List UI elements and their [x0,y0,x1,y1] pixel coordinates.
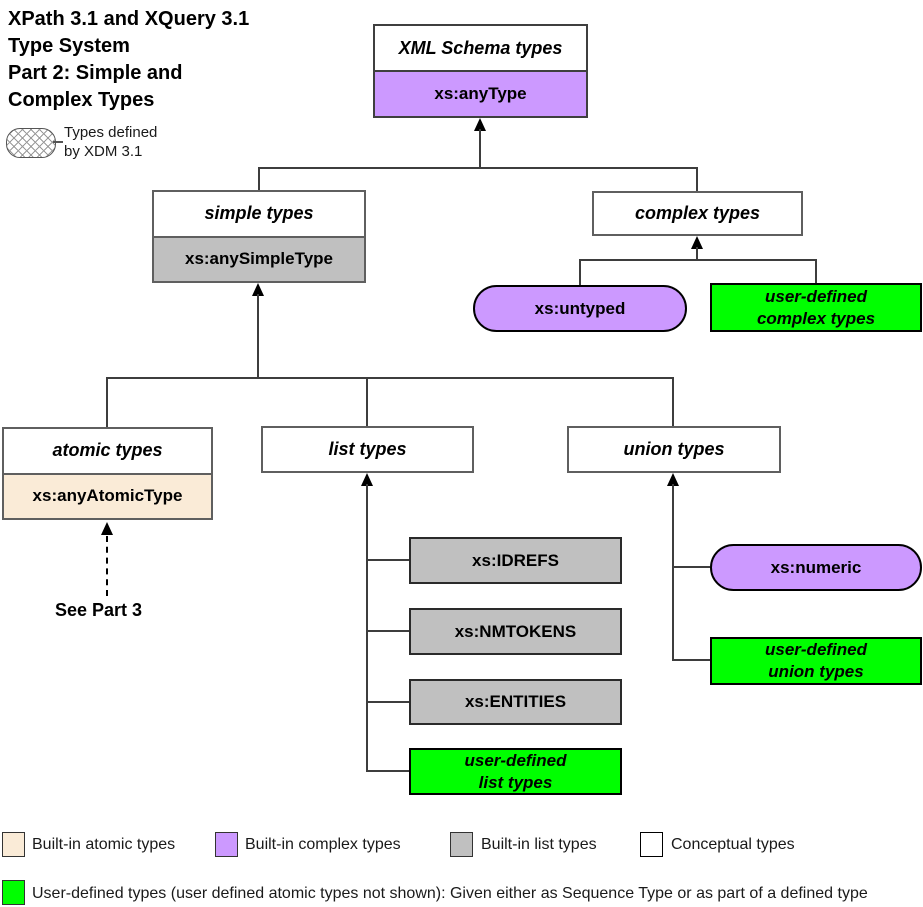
legend-swatch-list [450,832,473,857]
legend-swatch-complex [215,832,238,857]
arrowhead-to-complex-types [691,236,703,249]
xdm-legend-line1: Types defined [64,124,158,141]
connector-line [579,259,581,285]
user-defined-complex-line2: complex types [756,308,876,328]
dashed-connector-line [106,536,108,596]
connector-line [579,259,817,261]
arrowhead-to-union-types [667,473,679,486]
connector-line [366,377,368,426]
node-user-defined-union-types: user-defined union types [710,637,922,685]
complex-types-header: complex types [594,193,801,234]
legend-swatch-user-defined [2,880,25,905]
arrowhead-to-list-types [361,473,373,486]
node-union-types: union types [567,426,781,473]
node-xs-anyatomictype: xs:anyAtomicType [4,472,211,518]
connector-line [106,377,108,427]
connector-line [672,484,674,661]
node-xs-anysimpletype: xs:anySimpleType [154,235,364,281]
connector-line [696,167,698,192]
connector-line [258,167,260,191]
xml-schema-types-header: XML Schema types [375,26,586,70]
legend-swatch-atomic [2,832,25,857]
arrowhead-to-xs-anyatomictype [101,522,113,535]
node-user-defined-list-types: user-defined list types [409,748,622,795]
user-defined-union-line1: user-defined [764,640,868,659]
see-part-3-label: See Part 3 [55,600,143,620]
simple-types-header: simple types [154,192,364,236]
connector-line [258,167,698,169]
legend-swatch-conceptual [640,832,663,857]
node-xml-schema-types: XML Schema types xs:anyType [373,24,588,118]
arrowhead-to-xs-anytype [474,118,486,131]
node-xs-nmtokens: xs:NMTOKENS [409,608,622,655]
node-xs-anytype: xs:anyType [375,70,586,116]
node-atomic-types: atomic types xs:anyAtomicType [2,427,213,520]
xdm-legend-label: Types defined by XDM 3.1 [64,123,157,161]
node-xs-entities: xs:ENTITIES [409,679,622,725]
connector-line [366,630,409,632]
node-xs-idrefs: xs:IDREFS [409,537,622,584]
title-line: Type System [8,35,130,57]
connector-line [815,259,817,283]
connector-line [366,559,409,561]
connector-line [257,294,259,378]
legend-label-list: Built-in list types [481,836,597,853]
connector-line [106,377,674,379]
diagram-title: XPath 3.1 and XQuery 3.1 Type System Par… [8,6,249,114]
arrowhead-to-simple-types [252,283,264,296]
connector-line [366,484,368,772]
legend-label-atomic: Built-in atomic types [32,836,176,853]
legend-label-user-defined: User-defined types (user defined atomic … [32,885,868,902]
user-defined-list-line1: user-defined [464,750,567,770]
node-complex-types: complex types [592,191,803,236]
node-user-defined-complex-types: user-defined complex types [710,283,922,332]
connector-line [672,377,674,426]
user-defined-list-line2: list types [478,772,553,792]
title-line: XPath 3.1 and XQuery 3.1 [8,8,250,30]
connector-line [672,566,710,568]
node-simple-types: simple types xs:anySimpleType [152,190,366,283]
connector-line [366,701,409,703]
connector-line [366,770,409,772]
atomic-types-header: atomic types [4,429,211,473]
node-xs-untyped: xs:untyped [473,285,687,332]
title-line: Complex Types [8,89,155,111]
connector-line [672,659,710,661]
user-defined-union-line2: union types [768,662,864,681]
legend-label-complex: Built-in complex types [245,836,401,853]
xdm-leader-line [53,141,63,143]
node-list-types: list types [261,426,474,473]
user-defined-complex-line1: user-defined [764,286,868,306]
node-xs-numeric: xs:numeric [710,544,922,591]
connector-line [696,247,698,261]
xdm-legend-line2: by XDM 3.1 [64,143,143,160]
union-types-header: union types [569,428,779,471]
title-line: Part 2: Simple and [8,62,183,84]
xdm-hatched-pill-icon [6,128,56,158]
list-types-header: list types [263,428,472,471]
legend-label-conceptual: Conceptual types [671,836,795,853]
connector-line [479,129,481,168]
